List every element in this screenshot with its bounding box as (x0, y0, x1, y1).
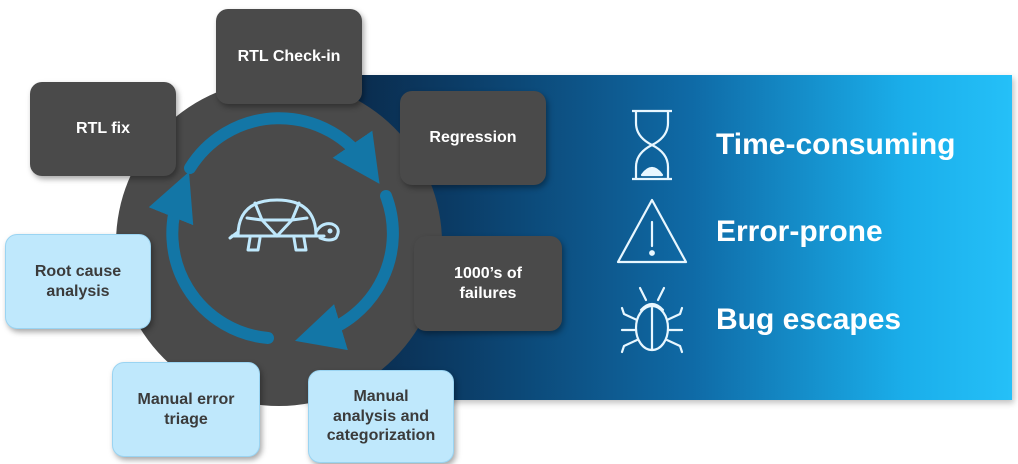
turtle-icon (228, 198, 340, 252)
step-label: 1000’s of failures (454, 264, 522, 302)
step-label: Root cause analysis (34, 262, 122, 300)
step-label: Regression (429, 129, 517, 147)
hourglass-icon (632, 109, 672, 181)
step-rtl-check-in: RTL Check-in (216, 9, 362, 104)
warning-triangle-icon (616, 198, 688, 264)
step-regression: Regression (400, 91, 546, 185)
step-label: Manual analysis and categorization (326, 388, 436, 445)
problem-label: Error-prone (716, 215, 883, 248)
arrow-left (148, 171, 274, 344)
step-manual-analysis: Manual analysis and categorization (308, 370, 454, 463)
arrow-right (295, 190, 399, 351)
problem-time-consuming: Time-consuming (612, 105, 955, 185)
step-manual-error-triage: Manual error triage (112, 362, 260, 457)
arrow-top (184, 112, 380, 184)
problem-label: Time-consuming (716, 128, 956, 161)
step-rtl-fix: RTL fix (30, 82, 176, 176)
step-root-cause-analysis: Root cause analysis (5, 234, 151, 329)
problem-label: Bug escapes (716, 303, 902, 336)
problem-bug-escapes: Bug escapes (612, 280, 901, 360)
step-label: RTL fix (76, 120, 130, 138)
problem-error-prone: Error-prone (612, 192, 883, 272)
step-label: Manual error triage (137, 390, 235, 428)
step-label: RTL Check-in (237, 47, 341, 65)
step-failures: 1000’s of failures (414, 236, 562, 331)
bug-icon (620, 286, 684, 354)
